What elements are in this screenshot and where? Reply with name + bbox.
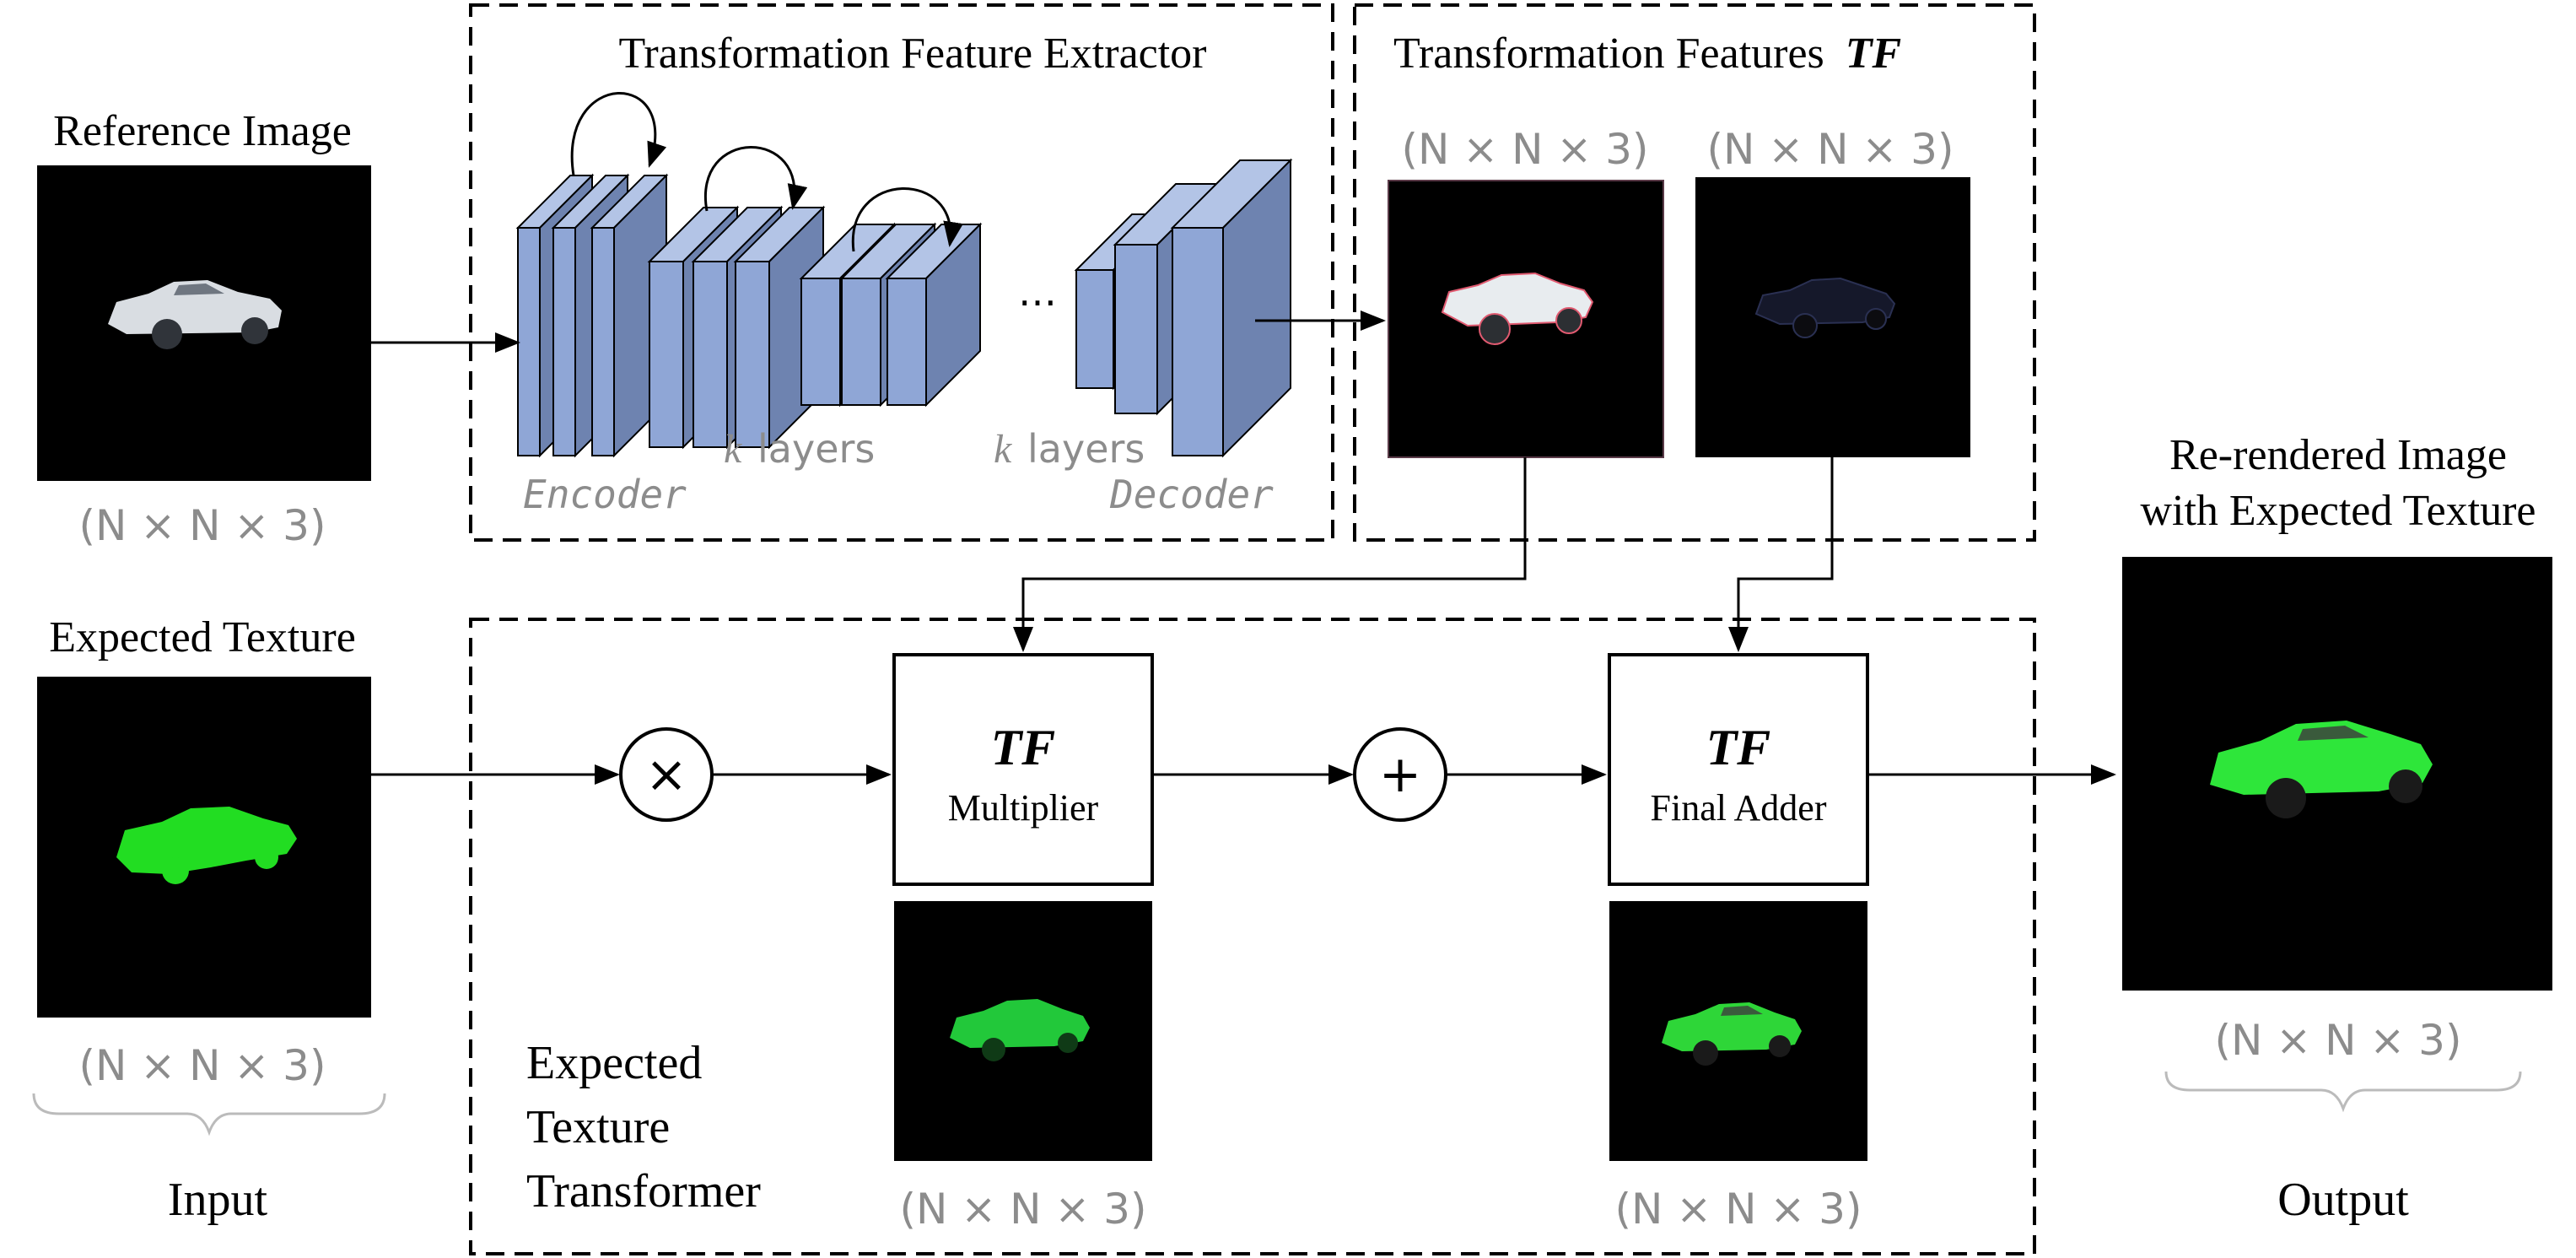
input-group-label: Input bbox=[168, 1174, 268, 1226]
transformer-title-line-1: Expected bbox=[526, 1037, 702, 1089]
layers-label-decoder: layers bbox=[1027, 426, 1145, 472]
expected-texture-label: Expected Texture bbox=[49, 613, 356, 661]
output-brace bbox=[2164, 1071, 2522, 1113]
tf-adder-symbol: TF bbox=[1706, 720, 1771, 775]
tf-adder-label: Final Adder bbox=[1651, 787, 1827, 829]
features-box bbox=[1353, 3, 2036, 542]
adder-result-image bbox=[1609, 901, 1867, 1161]
reference-image bbox=[37, 165, 371, 481]
skip-arc-2 bbox=[703, 146, 808, 212]
white-car-outline-icon bbox=[1441, 272, 1594, 345]
arrow-feature-to-multiplier bbox=[1013, 457, 1527, 652]
extractor-box bbox=[469, 3, 1334, 542]
features-dim-2: (N × N × 3) bbox=[1707, 125, 1954, 174]
textured-green-car-icon bbox=[1662, 1002, 1802, 1066]
k-symbol-decoder: k bbox=[994, 427, 1013, 472]
features-title: Transformation Features TF bbox=[1393, 30, 1901, 78]
tf-adder-block bbox=[1608, 653, 1869, 886]
skip-arc-3 bbox=[851, 187, 963, 252]
multiplier-dimensions: (N × N × 3) bbox=[900, 1185, 1147, 1234]
layers-ellipsis: … bbox=[1018, 269, 1057, 315]
transformer-title-line-3: Transformer bbox=[526, 1165, 761, 1218]
multiplier-result-image bbox=[894, 901, 1152, 1161]
texture-dimensions: (N × N × 3) bbox=[79, 1041, 326, 1090]
re-rendered-green-car-icon bbox=[2210, 721, 2433, 818]
dark-car-icon bbox=[1754, 277, 1896, 338]
skip-arc-1 bbox=[570, 91, 667, 176]
transformer-title-line-2: Texture bbox=[526, 1101, 670, 1153]
reference-dimensions: (N × N × 3) bbox=[79, 501, 326, 550]
decoder-label: Decoder bbox=[1109, 472, 1274, 517]
white-car-icon bbox=[108, 280, 282, 349]
output-title-line-1: Re-rendered Image bbox=[2169, 431, 2507, 479]
tf-multiplier-label: Multiplier bbox=[948, 787, 1099, 829]
layers-label-encoder: layers bbox=[757, 426, 875, 472]
layer-slab-12 bbox=[1170, 158, 1293, 458]
add-symbol: + bbox=[1379, 745, 1421, 804]
extractor-title: Transformation Feature Extractor bbox=[619, 30, 1207, 78]
adder-dimensions: (N × N × 3) bbox=[1615, 1185, 1862, 1234]
connectors bbox=[371, 310, 2116, 785]
multiply-symbol: × bbox=[645, 745, 687, 804]
output-dimensions: (N × N × 3) bbox=[2215, 1016, 2462, 1065]
encoder-label: Encoder bbox=[523, 472, 687, 517]
output-group-label: Output bbox=[2277, 1174, 2409, 1226]
k-symbol-encoder: k bbox=[724, 427, 743, 472]
tf-multiplier-symbol: TF bbox=[991, 720, 1056, 775]
green-car-silhouette-icon bbox=[116, 807, 297, 884]
input-brace bbox=[32, 1093, 386, 1137]
output-image bbox=[2122, 557, 2552, 991]
transformer-box bbox=[469, 618, 2036, 1255]
green-car-icon bbox=[950, 999, 1090, 1061]
adder-feature-image bbox=[1695, 177, 1970, 457]
encoder-decoder-layers bbox=[515, 158, 1293, 458]
skip-connections bbox=[570, 91, 963, 252]
multiplier-feature-image bbox=[1388, 180, 1664, 458]
arrow-feature-to-adder bbox=[1728, 457, 1834, 652]
reference-image-label: Reference Image bbox=[53, 107, 352, 155]
output-title-line-2: with Expected Texture bbox=[2140, 487, 2536, 535]
features-title-symbol: TF bbox=[1846, 30, 1901, 78]
expected-texture-image bbox=[37, 677, 371, 1018]
tf-multiplier-block bbox=[892, 653, 1154, 886]
features-title-text: Transformation Features bbox=[1393, 30, 1824, 78]
features-dim-1: (N × N × 3) bbox=[1402, 125, 1649, 174]
